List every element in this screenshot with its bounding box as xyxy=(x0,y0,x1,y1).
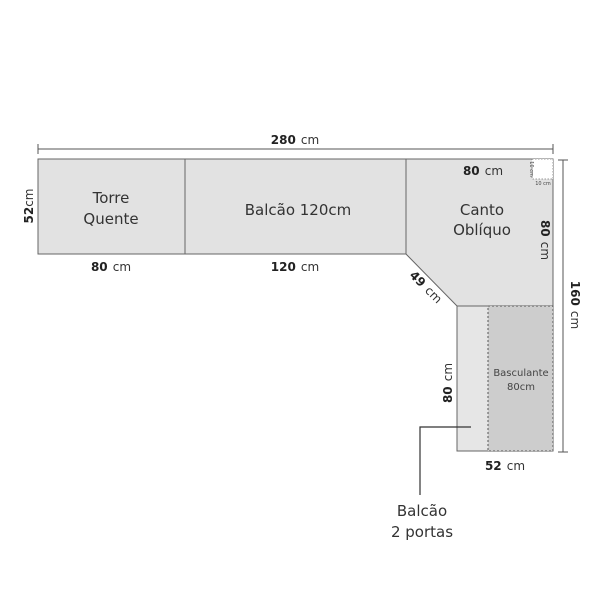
basculante-label-1: Basculante xyxy=(493,368,548,379)
balcao-2-portas-leader-line xyxy=(419,426,471,495)
basculante-module xyxy=(487,305,554,452)
total-width-label: 280 cm xyxy=(271,129,319,148)
lower-side-label: 80 cm xyxy=(437,363,456,403)
basculante-label-2: 80cm xyxy=(507,382,535,393)
canto-obliquo-label-2: Oblíquo xyxy=(453,221,511,239)
torre-quente-label-2: Quente xyxy=(83,210,138,228)
balcao-width-label: 120 cm xyxy=(271,256,319,275)
canto-side-label: 80 cm xyxy=(537,220,556,260)
balcao-2-portas-label-1: Balcão xyxy=(397,502,447,520)
balcao-2-portas-label-2: 2 portas xyxy=(391,523,453,541)
torre-quente-module xyxy=(37,158,186,255)
torre-quente-label-1: Torre xyxy=(92,189,130,207)
left-depth-label: 52cm xyxy=(22,189,36,224)
torre-width-label: 80 cm xyxy=(91,256,131,275)
total-width-dimension-line xyxy=(37,144,554,154)
total-depth-dimension-line xyxy=(558,159,568,453)
balcao-120-label: Balcão 120cm xyxy=(245,201,352,219)
total-depth-label: 160 cm xyxy=(567,281,586,329)
canto-obliquo-label-1: Canto xyxy=(460,201,504,219)
lower-width-label: 52 cm xyxy=(485,455,525,474)
canto-top-label: 80 cm xyxy=(463,160,503,179)
gap-v-label: 10 cm xyxy=(528,161,534,177)
gap-square xyxy=(531,158,554,180)
gap-h-label: 10 cm xyxy=(535,181,551,187)
